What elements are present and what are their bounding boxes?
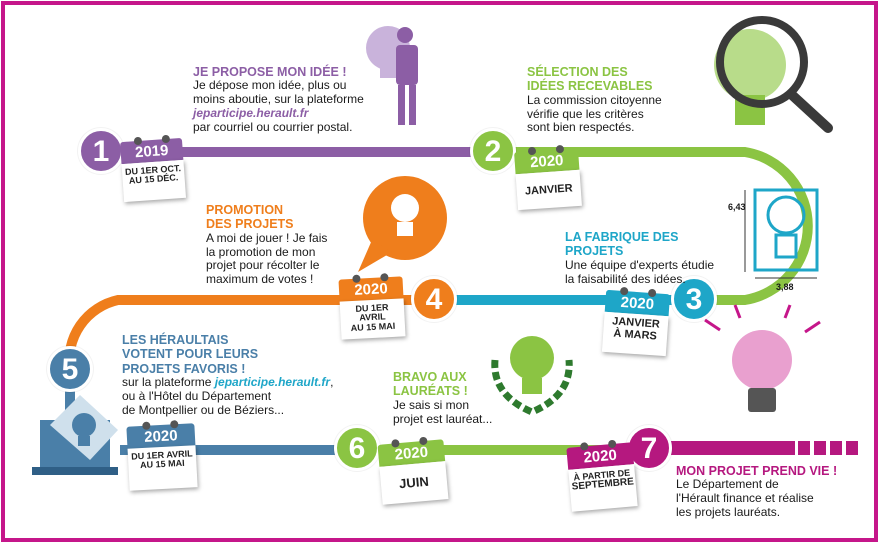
step-body: Le Département de [676, 477, 779, 492]
step-5-number: 5 [47, 346, 93, 392]
step-body: Je dépose mon idée, plus ou [193, 78, 347, 93]
step-4-number: 4 [411, 276, 457, 322]
step-3-calendar: 2020 JANVIER À MARS [601, 286, 671, 357]
end-bar [798, 441, 810, 455]
step-body: projet pour récolter le [206, 258, 320, 273]
end-bar [846, 441, 858, 455]
step-body: sont bien respectés. [527, 120, 635, 135]
calendar-date: AU 15 MAI [350, 320, 396, 334]
step-6-number: 6 [334, 425, 380, 471]
calendar-date: À MARS [613, 327, 658, 343]
step-6-text: BRAVO AUX LAURÉATS ! Je sais si mon proj… [393, 370, 523, 426]
step-title: LA FABRIQUE DES PROJETS [565, 230, 679, 259]
dimension-width-label: 3,88 [776, 282, 794, 292]
step-3-text: LA FABRIQUE DES PROJETS Une équipe d'exp… [565, 230, 740, 286]
step-2-number: 2 [470, 128, 516, 174]
step-body: sur la plateforme [122, 375, 212, 390]
step-body: par courriel ou courrier postal. [193, 119, 353, 134]
step-title: LES HÉRAULTAIS [122, 333, 229, 347]
step-title: PROJETS FAVORIS ! [122, 361, 246, 376]
step-title: IDÉES RECEVABLES [527, 79, 653, 94]
calendar-date: JUIN [398, 473, 430, 492]
step-title: BRAVO AUX [393, 370, 467, 384]
ballot-box-icon [32, 395, 118, 475]
step-5-calendar: 2020 DU 1ER AVRIL AU 15 MAI [126, 420, 198, 491]
step-body: Une équipe d'experts étudie [565, 257, 715, 272]
step-title: DES PROJETS [206, 217, 294, 232]
step-title: JE PROPOSE MON IDÉE ! [193, 65, 347, 79]
step-1-calendar: 2019 DU 1ER OCT. AU 15 DÉC. [119, 134, 187, 203]
step-6-calendar: 2020 JUIN [377, 436, 449, 505]
step-7-text: MON PROJET PREND VIE ! Le Département de… [676, 464, 866, 520]
step-title: MON PROJET PREND VIE ! [676, 464, 838, 478]
step-3-number: 3 [671, 276, 717, 322]
step-body: A moi de jouer ! Je fais [206, 230, 328, 245]
step-1-text: JE PROPOSE MON IDÉE ! Je dépose mon idée… [193, 65, 393, 135]
step-body: moins aboutie, sur la plateforme [193, 92, 364, 107]
platform-link[interactable]: jeparticipe.herault.fr [193, 105, 309, 120]
person-with-lightbulb-icon [366, 26, 418, 125]
step-1-number: 1 [78, 128, 124, 174]
step-body: Je sais si mon [393, 397, 470, 412]
step-body: vérifie que les critères [527, 106, 644, 121]
step-title: PROMOTION [206, 203, 284, 217]
step-5-text: LES HÉRAULTAIS VOTENT POUR LEURS PROJETS… [122, 333, 362, 418]
path-segment-2 [490, 147, 813, 305]
step-body: la promotion de mon [206, 244, 316, 259]
speech-bubble-lightbulb-icon [358, 176, 447, 272]
step-body: projet est lauréat... [393, 411, 493, 426]
end-bar [830, 441, 842, 455]
end-bar [814, 441, 826, 455]
step-body: la faisabilité des idées. [565, 271, 686, 286]
step-title: VOTENT POUR LEURS [122, 347, 259, 362]
step-body: La commission citoyenne [527, 92, 662, 107]
calendar-date: JANVIER [524, 182, 573, 198]
blueprint-lightbulb-icon [744, 188, 819, 279]
step-2-text: SÉLECTION DES IDÉES RECEVABLES La commis… [527, 65, 707, 135]
calendar-date: AU 15 DÉC. [128, 172, 179, 187]
step-title: LAURÉATS ! [393, 384, 468, 399]
step-7-calendar: 2020 À PARTIR DE SEPTEMBRE [566, 439, 638, 512]
step-body: de Montpellier ou de Béziers... [122, 402, 285, 417]
calendar-date: AU 15 MAI [139, 458, 185, 471]
step-body: les projets lauréats. [676, 504, 781, 519]
platform-link[interactable]: jeparticipe.herault.fr [214, 375, 331, 390]
dimension-height-label: 6,43 [728, 202, 746, 212]
laurel-lightbulb-icon [491, 336, 573, 416]
shining-lightbulb-icon [704, 304, 821, 412]
step-body: maximum de votes ! [206, 272, 314, 287]
step-4-text: PROMOTION DES PROJETS A moi de jouer ! J… [206, 203, 356, 287]
step-body: l'Hérault finance et réalise [676, 491, 814, 506]
step-body: ou à l'Hôtel du Département [122, 388, 272, 403]
magnifier-lightbulb-icon [714, 16, 833, 133]
step-title: SÉLECTION DES [527, 65, 628, 79]
step-2-calendar: 2020 JANVIER [514, 144, 582, 211]
